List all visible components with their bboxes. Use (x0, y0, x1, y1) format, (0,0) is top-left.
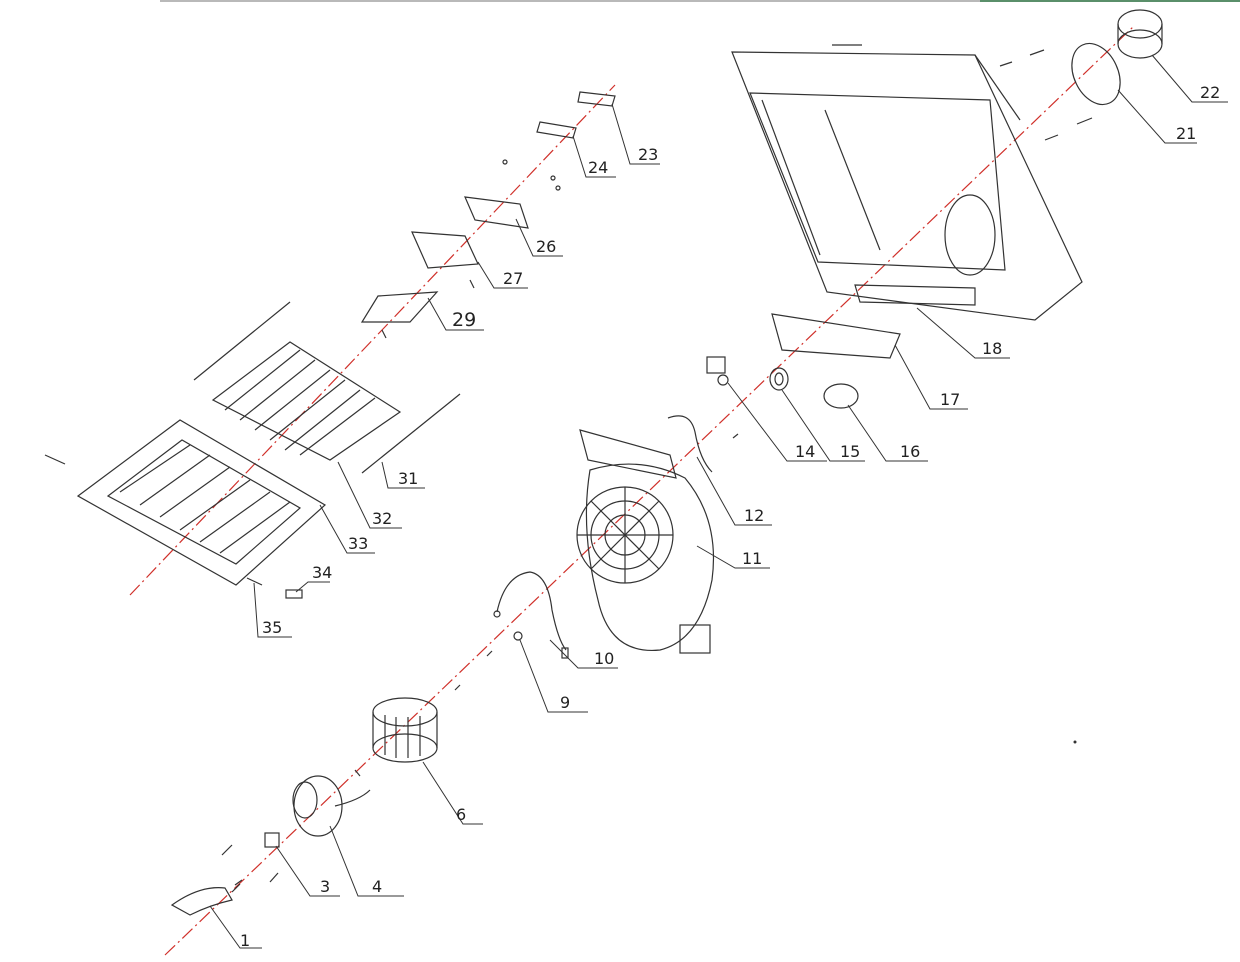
part-15-lamp (769, 367, 789, 391)
callout-17: 17 (940, 390, 960, 409)
part-22-duct-collar (1117, 9, 1163, 59)
part-6-impeller (372, 697, 438, 763)
callout-21: 21 (1176, 124, 1196, 143)
part-34-fastener (285, 589, 303, 599)
callout-14: 14 (795, 442, 815, 461)
callout-11: 11 (742, 549, 762, 568)
callout-1: 1 (240, 931, 250, 950)
callout-33: 33 (348, 534, 368, 553)
part-23-control-board (577, 91, 616, 107)
callout-26: 26 (536, 237, 556, 256)
callout-32: 32 (372, 509, 392, 528)
part-29-bracket (360, 291, 439, 339)
stray-dot (1073, 740, 1077, 744)
part-10-wire (493, 571, 569, 659)
part-17-panel (771, 313, 901, 359)
callout-27: 27 (503, 269, 523, 288)
callout-29: 29 (452, 309, 476, 331)
part-31-strip (193, 301, 461, 474)
callout-16: 16 (900, 442, 920, 461)
part-11-fan-housing (576, 429, 715, 654)
part-24-board (502, 121, 577, 191)
part-16-lamp-cover (823, 383, 859, 409)
callout-18: 18 (982, 339, 1002, 358)
part-9-fastener (454, 631, 523, 691)
part-14-switch (706, 356, 729, 386)
part-35-fastener (44, 454, 263, 586)
screws-near-part-3 (221, 844, 279, 893)
assembly-axis-filter (129, 84, 616, 596)
assembly-axis-main (164, 24, 1136, 956)
part-3-bracket (264, 832, 280, 848)
part-4-motor (292, 769, 371, 837)
top-border-green (980, 0, 1240, 2)
part-12-cable (667, 415, 739, 473)
callout-31: 31 (398, 469, 418, 488)
part-1-front-cover (170, 879, 243, 916)
callout-34: 34 (312, 563, 332, 582)
part-26-plate (464, 196, 529, 229)
callout-15: 15 (840, 442, 860, 461)
callout-10: 10 (594, 649, 614, 668)
callout-labels: 1 3 4 6 9 10 11 12 14 15 16 17 18 21 22 … (240, 83, 1220, 950)
part-21-flange (999, 42, 1121, 141)
callout-35: 35 (262, 618, 282, 637)
callout-24: 24 (588, 158, 608, 177)
callout-6: 6 (456, 805, 466, 824)
part-18-hood-body (731, 44, 1083, 321)
callout-23: 23 (638, 145, 658, 164)
callout-3: 3 (320, 877, 330, 896)
callout-group (209, 54, 1228, 949)
top-border-gray (160, 0, 980, 2)
part-32-mesh-filter (211, 341, 402, 461)
callout-22: 22 (1200, 83, 1220, 102)
callout-12: 12 (744, 506, 764, 525)
part-27-bracket (411, 231, 479, 289)
callout-9: 9 (560, 693, 570, 712)
part-33-grease-filter (76, 419, 327, 586)
callout-4: 4 (372, 877, 382, 896)
